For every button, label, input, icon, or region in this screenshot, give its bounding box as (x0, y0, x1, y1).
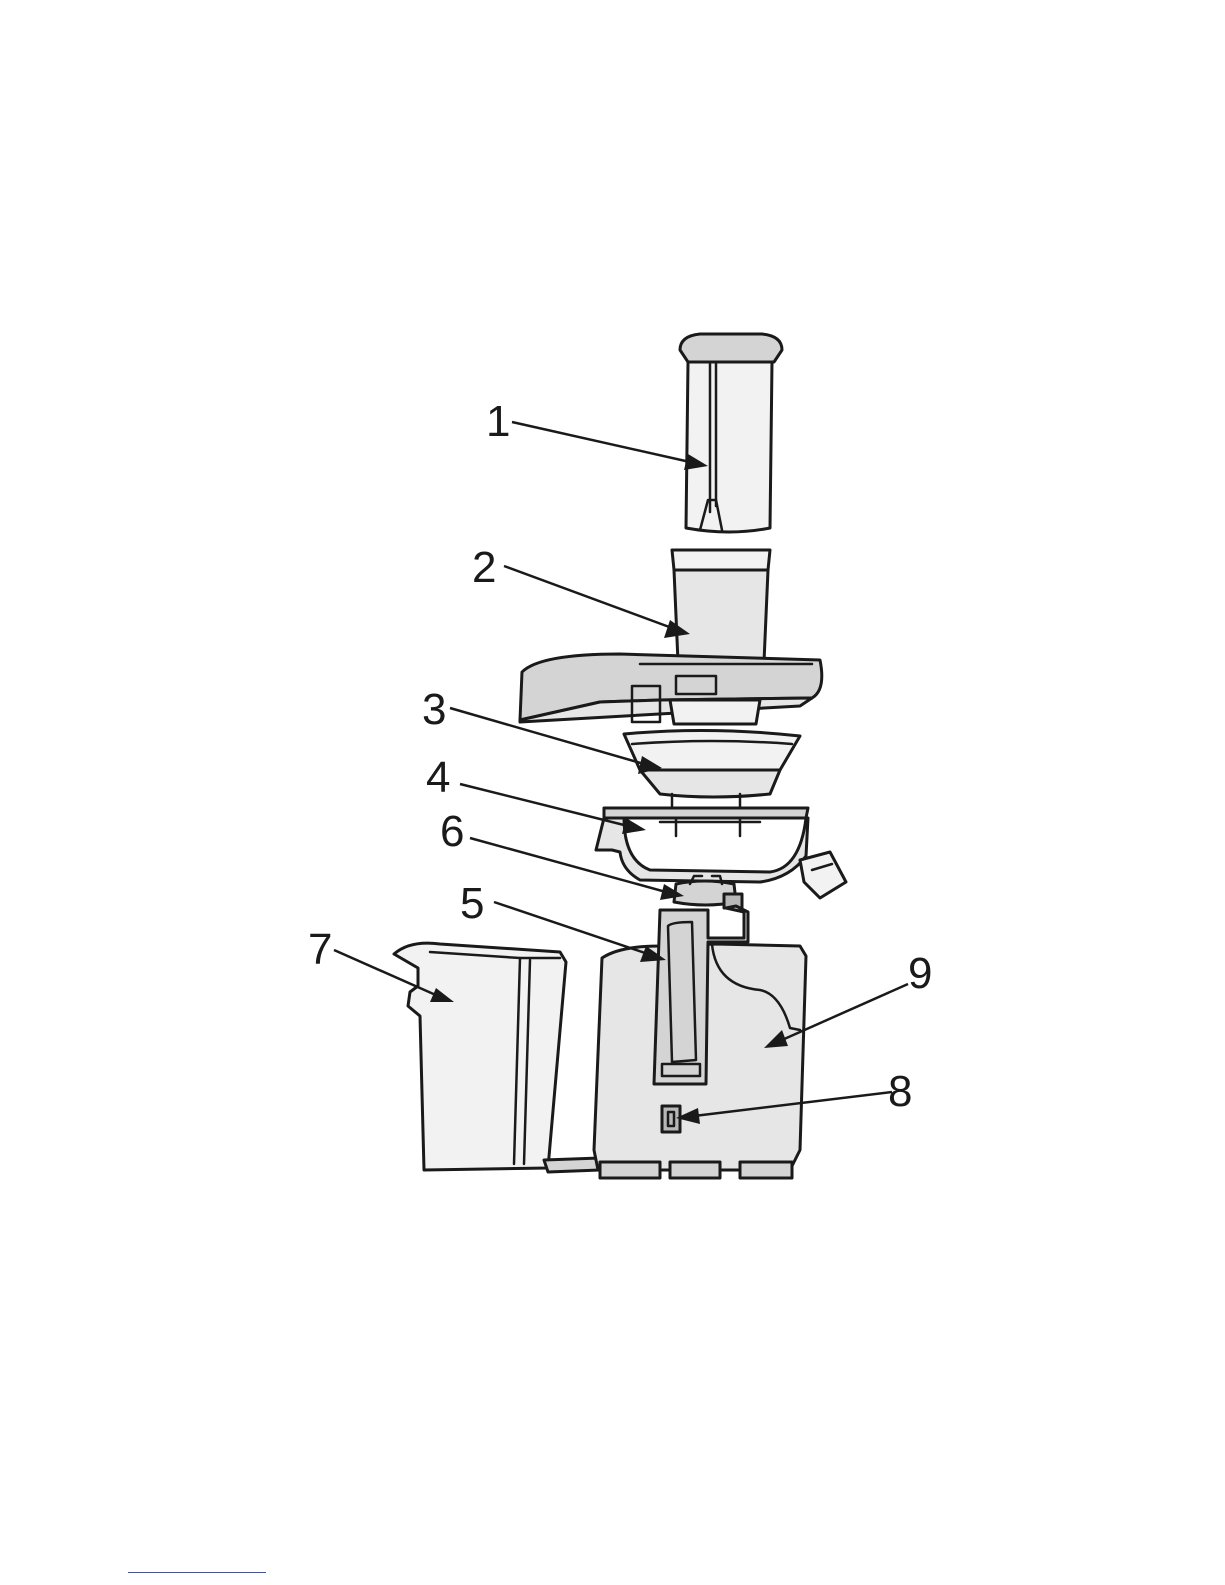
callout-4: 4 (426, 753, 450, 802)
callout-8: 8 (888, 1067, 912, 1116)
callout-1: 1 (486, 397, 510, 446)
food-pusher (680, 334, 782, 532)
pulp-container (394, 943, 600, 1172)
callout-6: 6 (440, 807, 464, 856)
callout-7: 7 (308, 925, 332, 974)
callout-9: 9 (908, 949, 932, 998)
feed-chute-cover (520, 550, 822, 724)
footer-rule (128, 1572, 266, 1573)
callout-5: 5 (460, 879, 484, 928)
callout-2: 2 (472, 543, 496, 592)
power-switch (662, 1106, 680, 1132)
callout-3: 3 (422, 685, 446, 734)
